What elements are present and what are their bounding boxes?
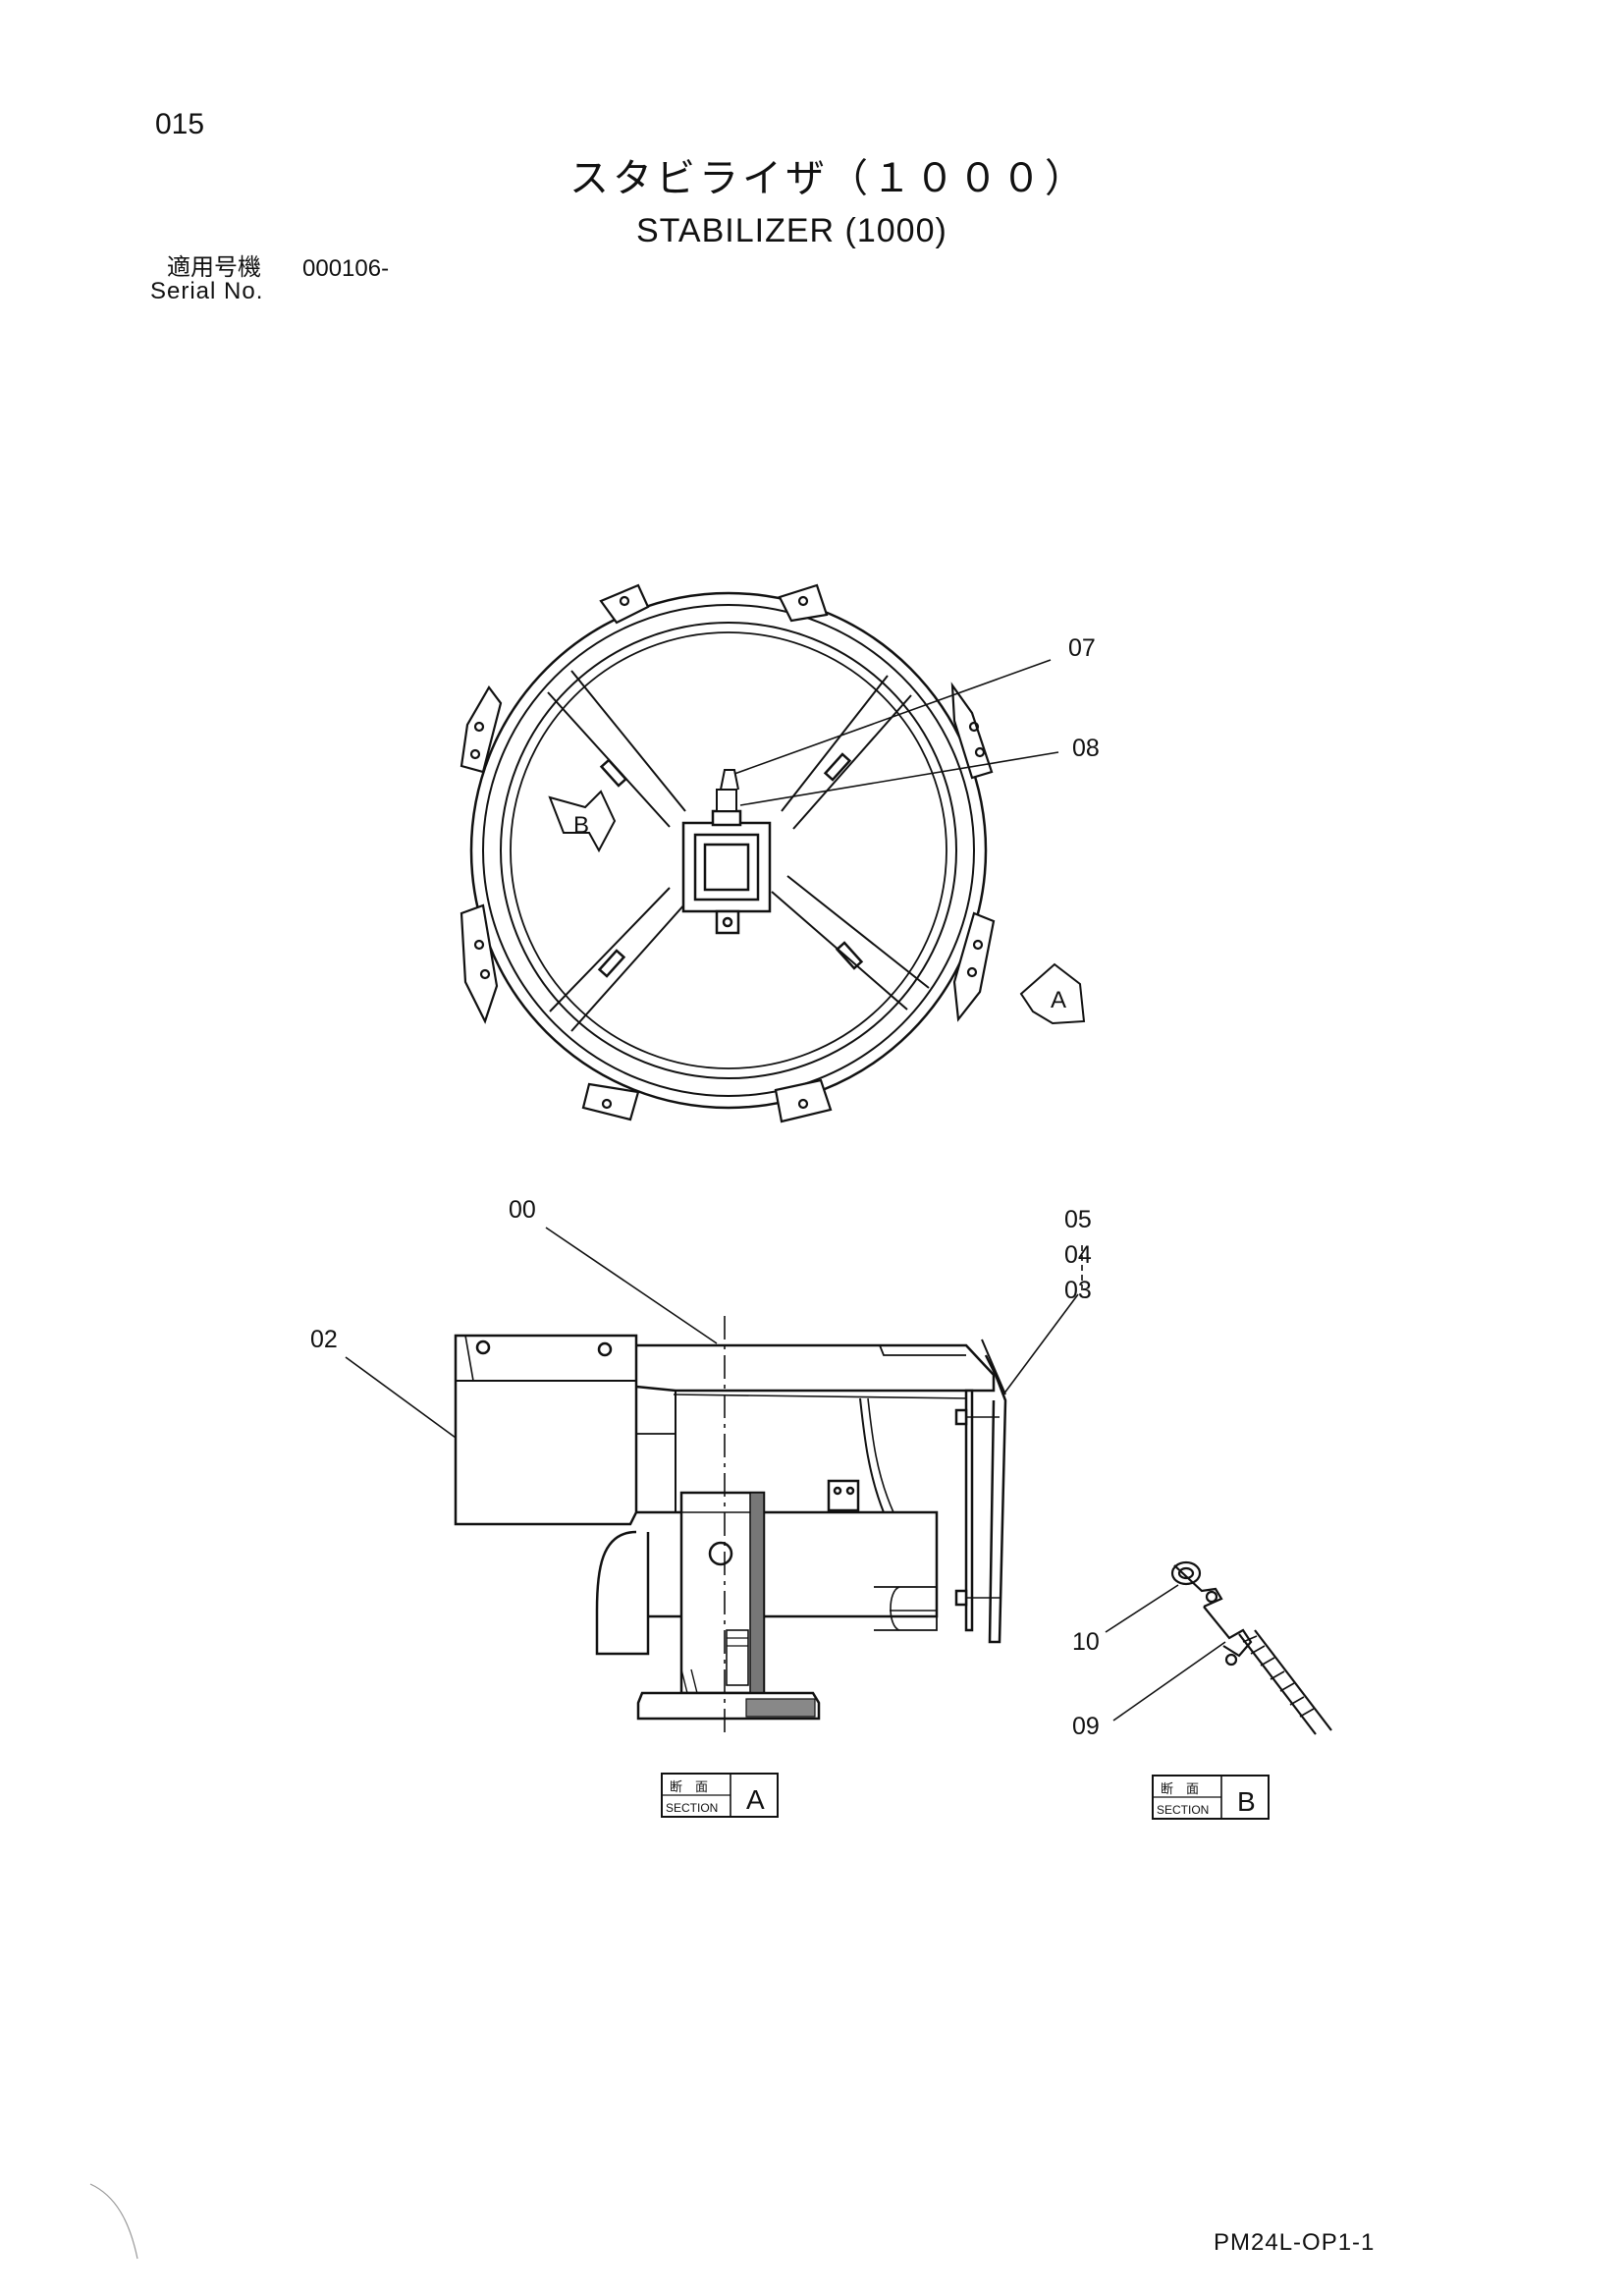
mounting-bracket-right-lower (952, 911, 996, 1022)
bolt (954, 1589, 968, 1607)
central-hub (681, 809, 772, 935)
mounting-bracket-left-lower (460, 903, 499, 1024)
section-label-a: 断 面 SECTION A (661, 1773, 779, 1818)
bolt-hole (475, 1339, 491, 1355)
bolt (954, 1408, 968, 1426)
document-code: PM24L-OP1-1 (1214, 2229, 1376, 2256)
section-a-en: SECTION (666, 1801, 718, 1815)
lower-rod (874, 1586, 938, 1631)
mounting-bracket-right-upper (950, 682, 994, 780)
callout-00: 00 (509, 1196, 536, 1224)
title-english: STABILIZER (1000) (636, 212, 947, 249)
top-frame-plate (635, 1343, 996, 1393)
serial-label-japanese: 適用号機 (167, 253, 261, 281)
mounting-bracket-left-upper (460, 685, 503, 774)
callout-04: 04 (1064, 1241, 1092, 1269)
callout-05: 05 (1064, 1206, 1092, 1233)
member-plate (597, 949, 626, 978)
callout-10: 10 (1072, 1628, 1100, 1656)
member-plate (823, 752, 852, 782)
pivot-pin (708, 1541, 733, 1566)
mounting-bracket-bottom-left (581, 1082, 640, 1121)
section-a-letter: A (746, 1784, 765, 1815)
callout-02: 02 (310, 1326, 338, 1353)
callout-09: 09 (1072, 1713, 1100, 1740)
main-housing (636, 1510, 939, 1618)
vertical-plate (964, 1389, 974, 1632)
mounting-bracket-top-right (778, 583, 829, 623)
curved-rod (859, 1397, 885, 1513)
member-plate (835, 941, 864, 970)
view-marker-b: B (573, 812, 589, 839)
top-view-leaders (733, 659, 1059, 806)
view-marker-a: A (1051, 987, 1066, 1013)
outer-ring-rim (469, 591, 988, 1110)
side-view-leaders (345, 1227, 1083, 1439)
section-a-jp: 断 面 (670, 1779, 708, 1794)
mounting-bracket-bottom-right (774, 1078, 833, 1123)
page-number: 015 (155, 108, 205, 140)
section-b-detail (1170, 1560, 1332, 1735)
serial-label-english: Serial No. (150, 278, 264, 304)
scan-artifact (89, 2183, 138, 2260)
member-plate (599, 758, 628, 788)
top-view-ring-assembly (460, 583, 996, 1123)
hub-top-fitting (716, 769, 739, 812)
inner-ring-outer-edge (500, 622, 957, 1079)
title-japanese: スタビライザ（１０００） (569, 156, 1088, 201)
flap-plate (984, 1354, 1007, 1644)
bolt-hole (597, 1341, 613, 1357)
side-view-section-a (454, 1334, 1007, 1721)
counterweight-block (454, 1334, 638, 1526)
section-b-letter: B (1237, 1786, 1256, 1817)
section-b-leaders (1105, 1584, 1226, 1722)
mounting-bracket-top-left (599, 583, 650, 625)
view-arrow-a: A (1019, 962, 1086, 1025)
chain-line (1238, 1633, 1317, 1735)
callout-07: 07 (1068, 634, 1096, 662)
link-body (1203, 1606, 1253, 1658)
chain-line (1254, 1629, 1332, 1731)
rounded-housing (595, 1530, 650, 1656)
clamp-ring (1170, 1560, 1202, 1586)
serial-number-value: 000106- (302, 255, 390, 282)
callout-08: 08 (1072, 735, 1100, 762)
inner-ring-inner-edge (510, 631, 947, 1069)
pivot-post-hatched-wall (749, 1492, 765, 1694)
section-b-en: SECTION (1157, 1803, 1209, 1817)
callout-03: 03 (1064, 1277, 1092, 1304)
view-arrow-b: B (548, 790, 617, 853)
clamp-arm (1173, 1564, 1223, 1609)
outer-ring-inner-edge (482, 604, 975, 1097)
section-label-b: 断 面 SECTION B (1152, 1775, 1270, 1820)
small-bracket (827, 1479, 860, 1512)
section-b-jp: 断 面 (1161, 1781, 1199, 1796)
